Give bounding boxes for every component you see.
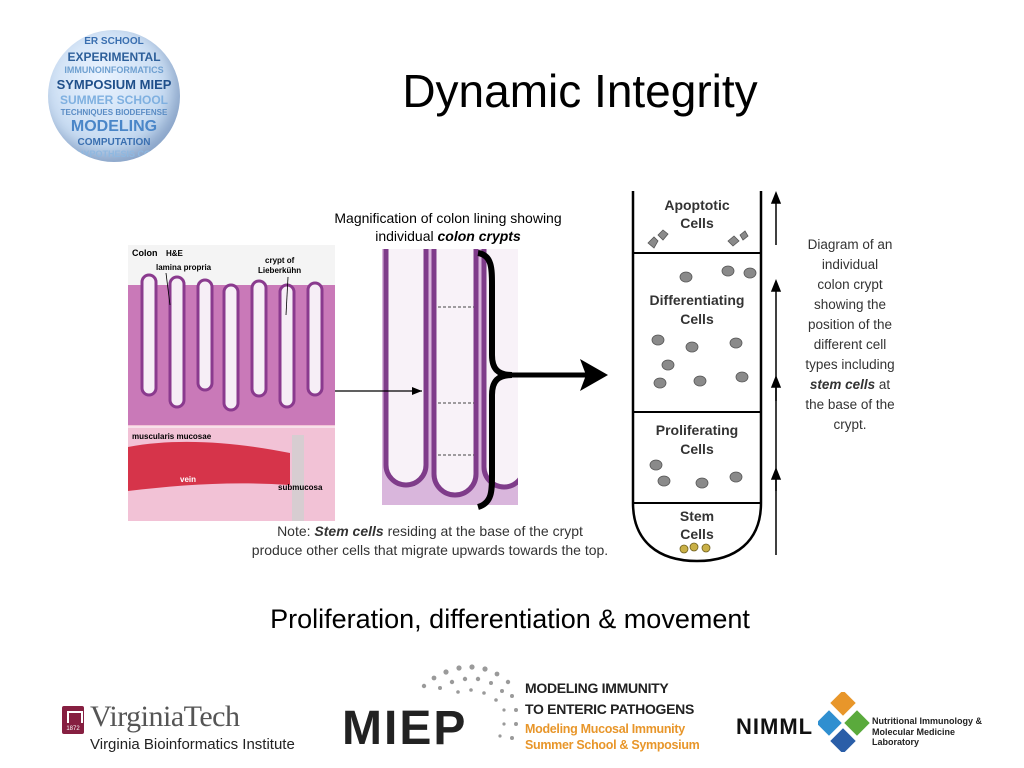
crypt-label-1: crypt of (265, 256, 295, 265)
symposium-globe-logo: ER SCHOOL EXPERIMENTAL IMMUNOINFORMATICS… (48, 30, 180, 162)
miep-line3: Modeling Mucosal Immunity (525, 722, 685, 736)
nimml-logo: NIMML Nutritional Immunology & Molecular… (736, 692, 996, 752)
he-label: H&E (166, 249, 184, 258)
lamina-propria-label: lamina propria (156, 263, 212, 272)
colon-label: Colon (132, 248, 158, 258)
vt-name: VirginiaTech (90, 700, 240, 733)
note-line2: produce other cells that migrate upwards… (252, 542, 608, 558)
crypt-label-2: Lieberkühn (258, 266, 301, 275)
miep-logo: MIEP MODELING IMMUNITY TO ENTERIC PATHOG… (338, 656, 718, 756)
crypt-diagram: Apoptotic Cells Differentiating Cells Pr… (631, 190, 782, 563)
zone-proliferating-line2: Cells (680, 441, 714, 457)
miep-line4: Summer School & Symposium (525, 738, 700, 752)
zone-apoptotic-line2: Cells (680, 215, 714, 231)
logo-word: ER SCHOOL (84, 36, 144, 47)
zone-apoptotic-line1: Apoptotic (664, 197, 730, 213)
colon-crypt-figure: Magnification of colon lining showing in… (128, 190, 895, 563)
diagram-text-line: colon crypt (817, 277, 883, 292)
diagram-text-line: Diagram of an (808, 237, 893, 252)
diagram-text-line: crypt. (833, 417, 866, 432)
diagram-text-line: individual (822, 257, 878, 272)
submucosa-label: submucosa (278, 483, 323, 492)
logo-word: SUMMER SCHOOL (60, 93, 168, 107)
stem-cell-note: Note: Stem cells residing at the base of… (252, 523, 608, 558)
diagram-text-line: different cell (814, 337, 887, 352)
miep-line2: TO ENTERIC PATHOGENS (525, 701, 695, 717)
diagram-text-line: showing the (814, 297, 886, 312)
logo-word: MODELING (70, 118, 158, 135)
logo-word: IMMUNOINFORMATICS (64, 65, 164, 75)
zone-proliferating-line1: Proliferating (656, 422, 738, 438)
diagram-text-line: stem cells at (810, 377, 891, 392)
histology-labels: Colon H&E lamina propria crypt of Lieber… (132, 248, 323, 492)
zone-differentiating-line2: Cells (680, 311, 714, 327)
logo-word: EXPERIMENTAL (67, 50, 161, 64)
magnification-label-line1: Magnification of colon lining showing (334, 210, 561, 226)
vt-shield-icon: 1872 (62, 706, 84, 734)
diagram-description: Diagram of an individual colon crypt sho… (805, 237, 894, 432)
slide-caption: Proliferation, differentiation & movemen… (270, 604, 750, 634)
diagram-text-line: the base of the (805, 397, 894, 412)
miep-wordmark: MIEP (342, 702, 468, 755)
logo-word: HYPOTHESIS CO (76, 149, 151, 159)
logo-word: COMPUTATION (77, 137, 151, 148)
diagram-text-line: types including (805, 357, 894, 372)
zone-differentiating-line1: Differentiating (650, 292, 745, 308)
zone-stem-line2: Cells (680, 526, 714, 542)
magnification-label-line2: individual colon crypts (375, 228, 521, 244)
nimml-wordmark: NIMML (736, 714, 814, 739)
nimml-diamond-icon (818, 692, 870, 752)
histology-micrograph (128, 245, 335, 521)
vt-year: 1872 (66, 726, 80, 732)
vt-institute: Virginia Bioinformatics Institute (90, 736, 295, 753)
logo-word: TECHNIQUES BIODEFENSE (60, 108, 168, 117)
diagram-text-line: position of the (808, 317, 892, 332)
magnified-crypts (382, 249, 518, 505)
miep-line1: MODELING IMMUNITY (525, 680, 669, 696)
logo-word: SYMPOSIUM MIEP (56, 77, 172, 92)
virginia-tech-logo: 1872 VirginiaTech Virginia Bioinformatic… (62, 700, 322, 756)
slide-title: Dynamic Integrity (402, 65, 758, 117)
vein-label: vein (180, 475, 196, 484)
cell-glyphs (647, 229, 757, 489)
dot-arc-icon (421, 664, 518, 740)
note-line1: Note: Stem cells residing at the base of… (277, 523, 583, 539)
nimml-line2: Molecular Medicine Laboratory (872, 727, 956, 747)
muscularis-label: muscularis mucosae (132, 432, 212, 441)
nimml-line1: Nutritional Immunology & (872, 716, 982, 726)
zone-stem-line1: Stem (680, 508, 714, 524)
